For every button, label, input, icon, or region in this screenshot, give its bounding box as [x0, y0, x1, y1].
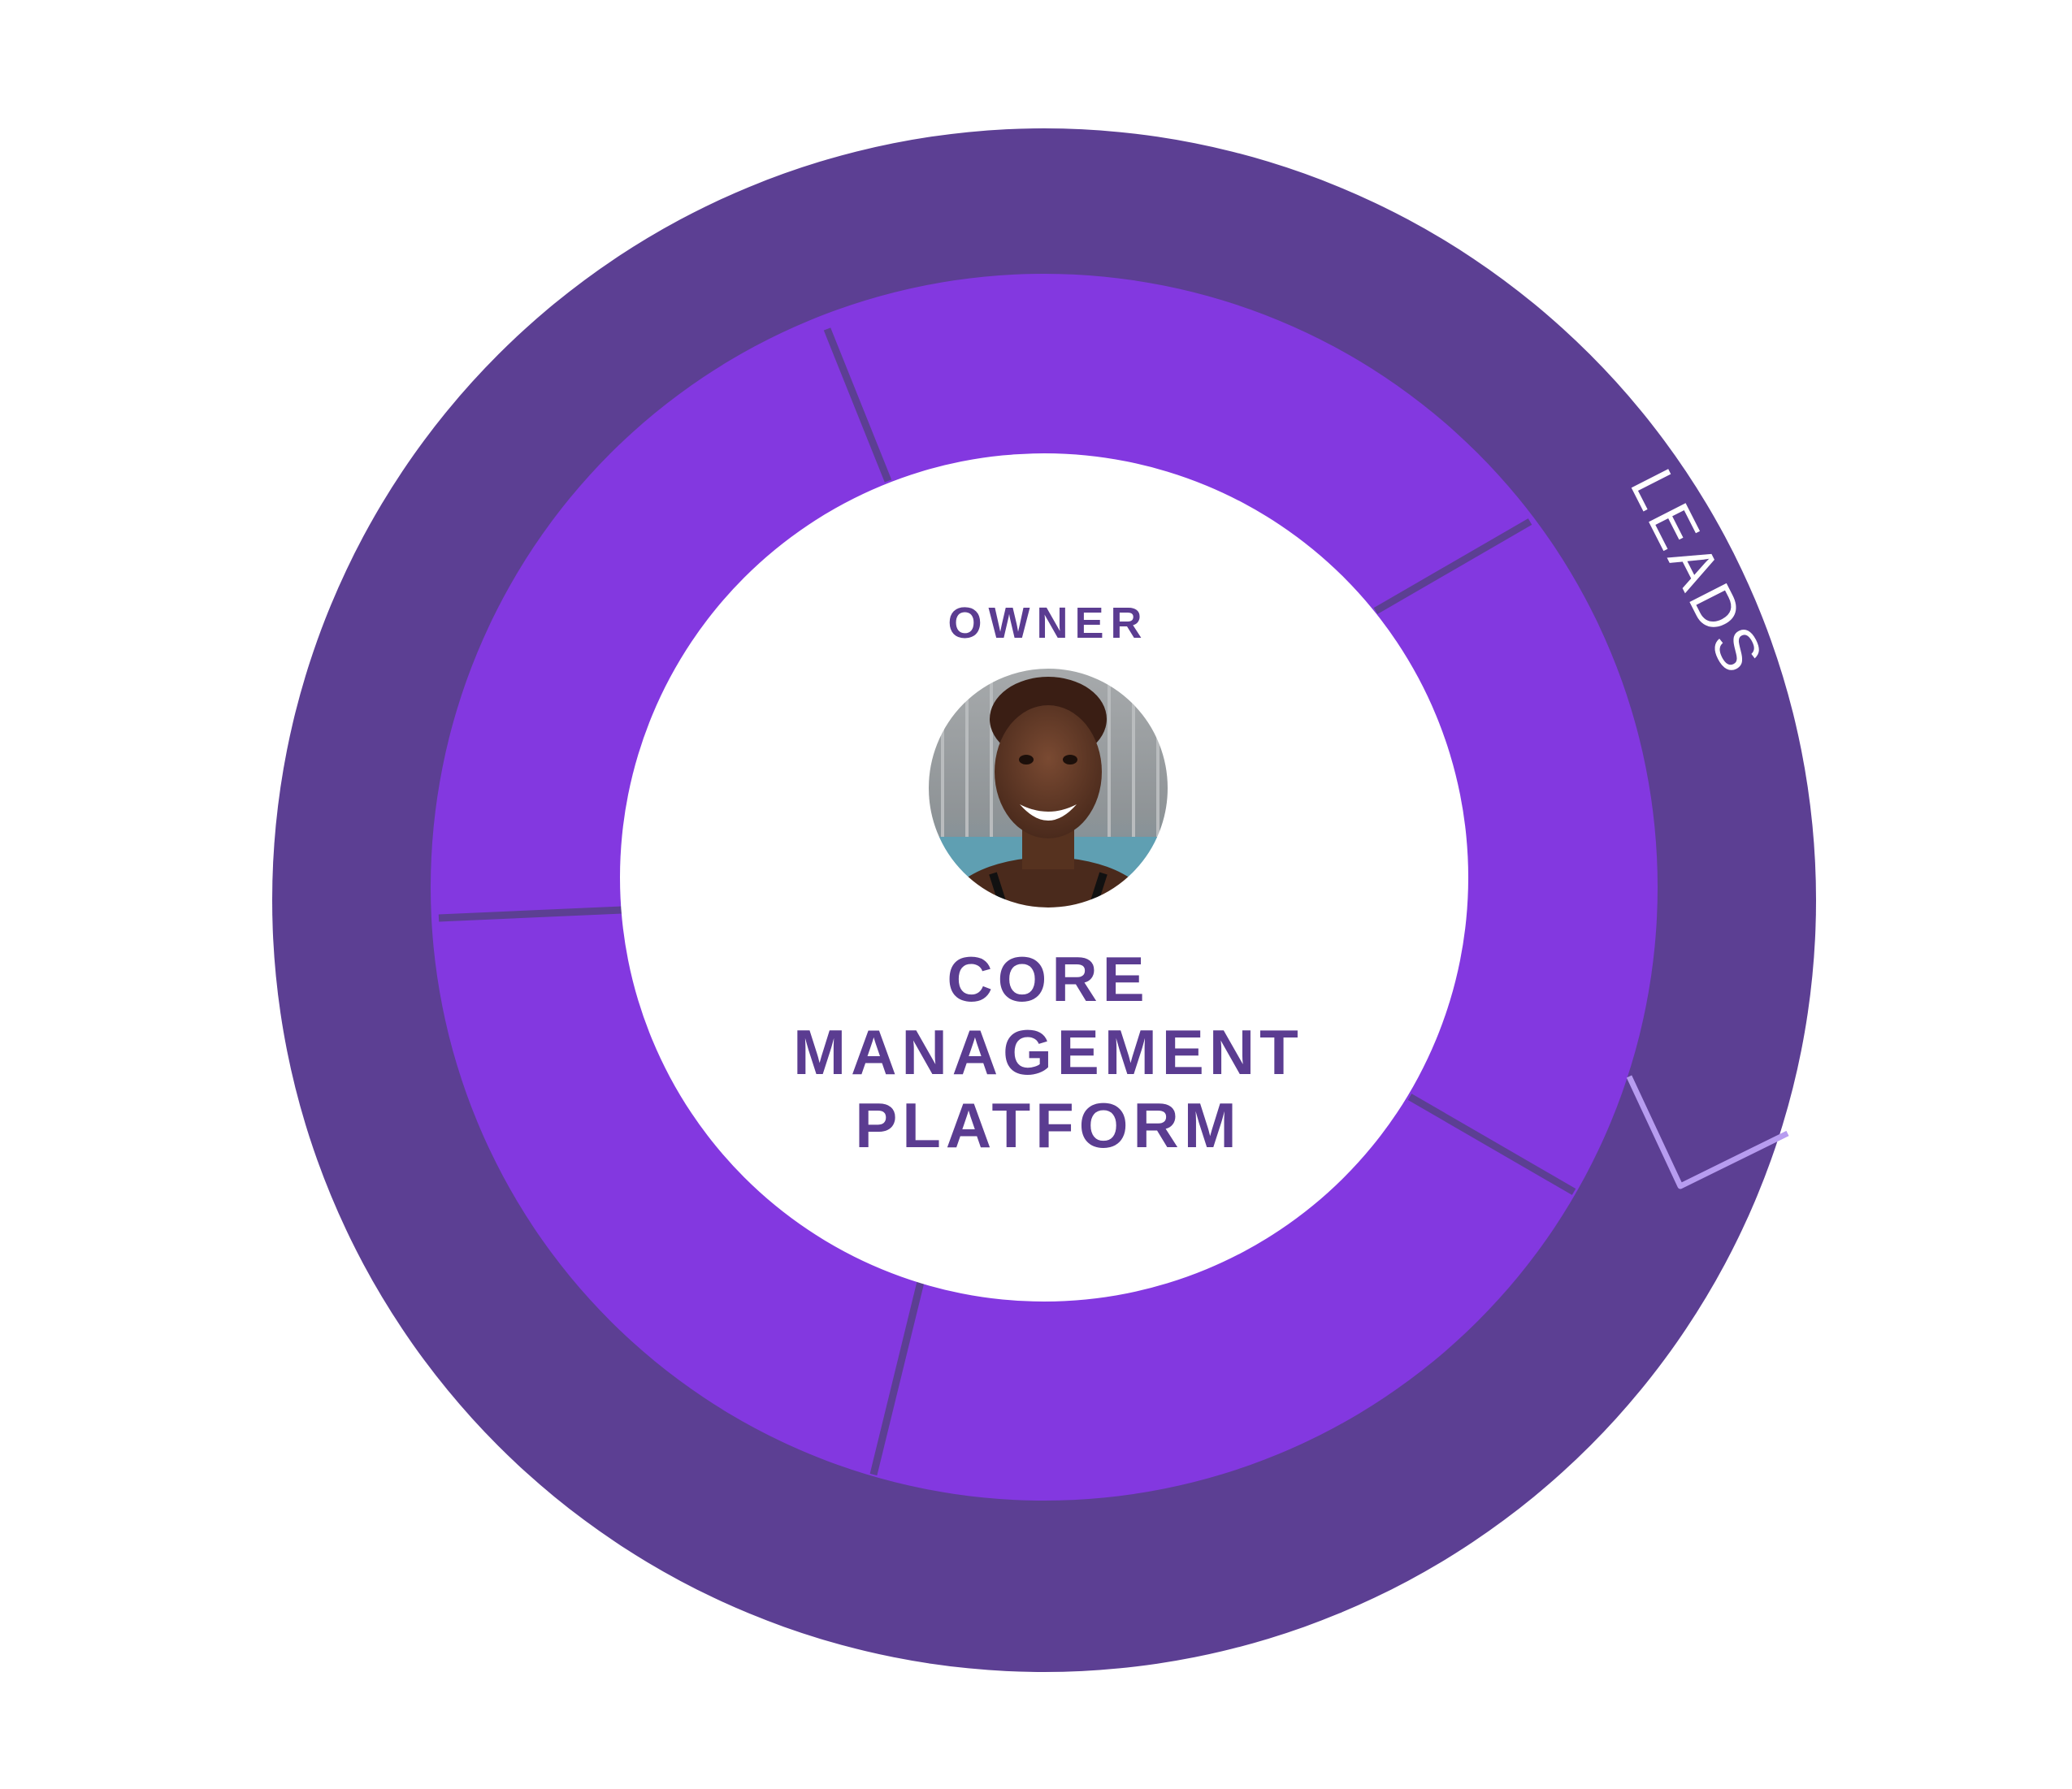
owner-avatar [928, 668, 1168, 908]
inner-ring-dividers [438, 327, 1576, 1476]
outer-ring-accent-line [1626, 1075, 1789, 1189]
divider-left [438, 906, 623, 922]
platform-title-line-1: CORE [947, 943, 1149, 1015]
divider-bottom [869, 1280, 925, 1476]
role-label: OWNER [948, 599, 1149, 648]
divider-top-left [823, 327, 892, 483]
divider-top-right [1373, 518, 1532, 614]
platform-title-line-2: MANAGEMENT [793, 1016, 1303, 1088]
divider-right-lower [1407, 1094, 1576, 1195]
avatar-border [927, 667, 1169, 909]
platform-title-line-3: PLATFORM [855, 1089, 1241, 1161]
